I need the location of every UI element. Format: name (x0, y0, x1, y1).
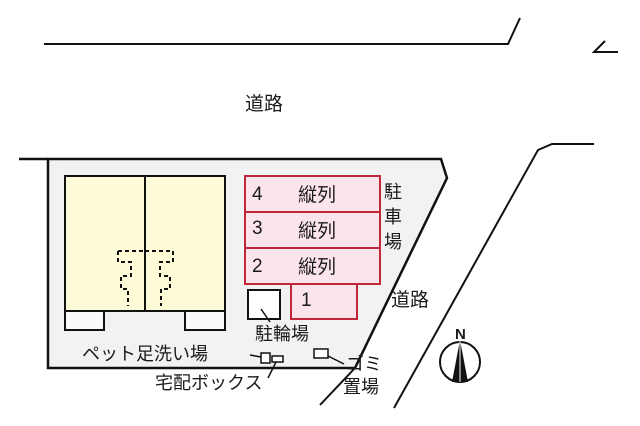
north-road-label: 道路 (245, 93, 283, 115)
parking-slot-1: 1 (290, 283, 358, 320)
stair-outline-right (145, 250, 174, 306)
delivery-box-label: 宅配ボックス (155, 373, 262, 394)
pet-wash-leader-line (249, 354, 262, 358)
porch-left (64, 310, 105, 331)
east-road-far-edge (393, 143, 594, 409)
garbage-leader-line (327, 355, 345, 365)
bicycle-leader-line (260, 308, 271, 323)
slot-note: 縦列 (298, 256, 336, 278)
slot-note: 縦列 (298, 220, 336, 242)
slot-number: 4 (252, 184, 263, 205)
porch-right (184, 310, 226, 331)
parking-slot-4: 4 縦列 (244, 175, 381, 213)
delivery-leader-line (267, 361, 277, 379)
garbage-area-box (313, 348, 329, 359)
slot-number: 2 (252, 256, 263, 277)
pet-foot-wash-box (260, 352, 271, 364)
east-road-near-edge (319, 367, 356, 406)
parking-slot-2: 2 縦列 (244, 247, 381, 285)
parking-label-char: 駐 (384, 182, 402, 203)
garbage-label-1: ゴミ (346, 354, 382, 375)
delivery-box (271, 355, 284, 363)
garbage-label-2: 置場 (343, 377, 379, 398)
stair-outline-left (117, 250, 145, 306)
parking-label-char: 場 (384, 232, 402, 253)
building-unit-left (64, 175, 146, 312)
slot-number: 1 (301, 290, 312, 311)
parking-label-char: 車 (384, 207, 402, 228)
east-road-label: 道路 (391, 289, 429, 311)
north-road-edge (44, 17, 521, 45)
pet-foot-wash-label: ペット足洗い場 (82, 344, 208, 365)
compass-north-label: N (455, 326, 466, 343)
north-compass-icon: N (439, 326, 481, 383)
bicycle-parking-label: 駐輪場 (255, 324, 309, 345)
building-unit-right (144, 175, 226, 312)
slot-number: 3 (252, 218, 263, 239)
slot-note: 縦列 (298, 184, 336, 206)
parking-slot-3: 3 縦列 (244, 211, 381, 249)
north-road-edge-right (591, 40, 618, 53)
